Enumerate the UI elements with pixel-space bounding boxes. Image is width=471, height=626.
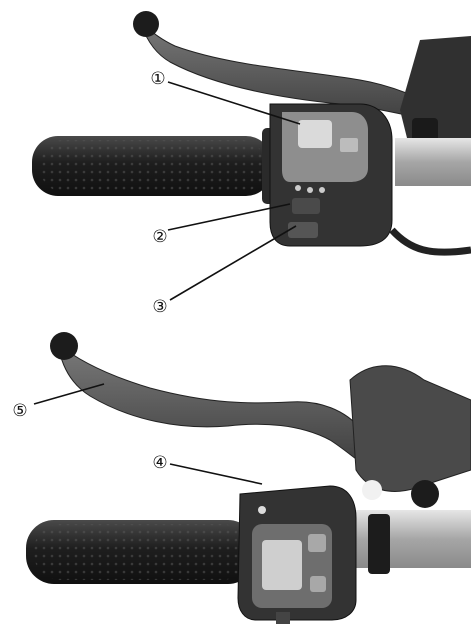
top-cable	[389, 227, 471, 256]
callout-1: ①	[150, 69, 165, 89]
callout-3: ③	[152, 297, 167, 317]
bottom-handlebar-tube	[340, 510, 471, 568]
bottom-switch-button-3	[310, 576, 326, 592]
top-handlebar-tube	[395, 138, 471, 186]
leader-line-5	[33, 383, 105, 405]
top-handlebar-assembly	[32, 11, 471, 256]
bottom-handlebar-assembly	[26, 332, 471, 624]
bottom-lever-ball-end	[50, 332, 78, 360]
leader-line-1	[167, 81, 301, 125]
top-indicator-dot-3	[319, 187, 325, 193]
bottom-housing-tab	[276, 612, 290, 624]
leader-line-4	[169, 463, 263, 485]
leader-lines	[33, 81, 301, 485]
callout-2: ②	[152, 227, 167, 247]
top-indicator-dot-1	[295, 185, 301, 191]
leader-line-3	[169, 225, 297, 301]
bottom-perch-bolt	[411, 480, 439, 508]
callout-labels: ① ② ③ ④ ⑤	[12, 69, 167, 473]
top-switch-button-3	[288, 222, 318, 238]
top-grip-texture	[40, 140, 265, 192]
bottom-clamp-bolt	[368, 514, 390, 574]
top-switch-button-2	[292, 198, 320, 214]
bottom-grip-texture	[34, 524, 248, 580]
bottom-lever	[57, 342, 381, 471]
top-switch-label	[340, 138, 358, 152]
leader-line-2	[167, 203, 291, 231]
top-lever-ball-end	[133, 11, 159, 37]
bottom-switch-button-1	[262, 540, 302, 590]
top-indicator-dot-2	[307, 187, 313, 193]
bottom-lever-perch	[349, 365, 471, 492]
bottom-indicator-dot	[258, 506, 266, 514]
bottom-perch-hole	[362, 480, 382, 500]
callout-4: ④	[152, 453, 167, 473]
callout-5: ⑤	[12, 401, 27, 421]
top-switch-button-1	[298, 120, 332, 148]
bottom-switch-button-2	[308, 534, 326, 552]
